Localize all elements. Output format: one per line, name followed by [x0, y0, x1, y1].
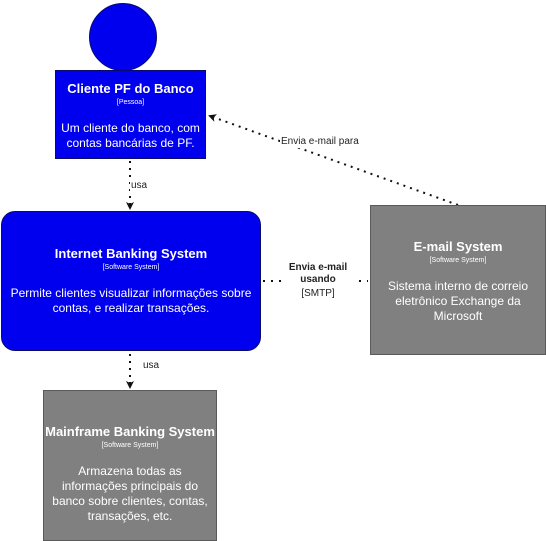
person-node[interactable]: Cliente PF do Banco [Pessoa] Um cliente … — [55, 70, 206, 159]
edge-email-to-person — [208, 114, 459, 206]
edge-label-person-to-ibs: usa — [130, 180, 149, 192]
person-head-shape — [89, 3, 157, 71]
email-system-name: E-mail System — [413, 239, 503, 254]
email-system-description: Sistema interno de correio eletrônico Ex… — [387, 279, 529, 323]
edge-label-ibs-to-email: Envia e-mail usando — [281, 262, 355, 286]
edge-label-ibs-to-mainframe: usa — [142, 360, 161, 372]
internet-banking-kind: [Software System] — [102, 264, 160, 271]
person-description: Um cliente do banco, com contas bancária… — [61, 121, 200, 150]
mainframe-node[interactable]: Mainframe Banking System [Software Syste… — [43, 390, 217, 541]
internet-banking-description: Permite clientes visualizar informações … — [10, 286, 252, 315]
person-kind: [Pessoa] — [116, 99, 145, 106]
mainframe-description: Armazena todas as informações principais… — [52, 464, 208, 523]
mainframe-kind: [Software System] — [101, 442, 159, 449]
person-name: Cliente PF do Banco — [67, 81, 194, 96]
email-system-node[interactable]: E-mail System [Software System] Sistema … — [370, 205, 546, 355]
email-system-kind: [Software System] — [429, 257, 487, 264]
edge-label-email-to-person: Envia e-mail para — [280, 136, 360, 148]
edge-label-ibs-to-email-tech: [SMTP] — [300, 288, 336, 300]
internet-banking-name: Internet Banking System — [54, 246, 208, 261]
internet-banking-node[interactable]: Internet Banking System [Software System… — [1, 211, 261, 351]
mainframe-name: Mainframe Banking System — [45, 424, 215, 439]
